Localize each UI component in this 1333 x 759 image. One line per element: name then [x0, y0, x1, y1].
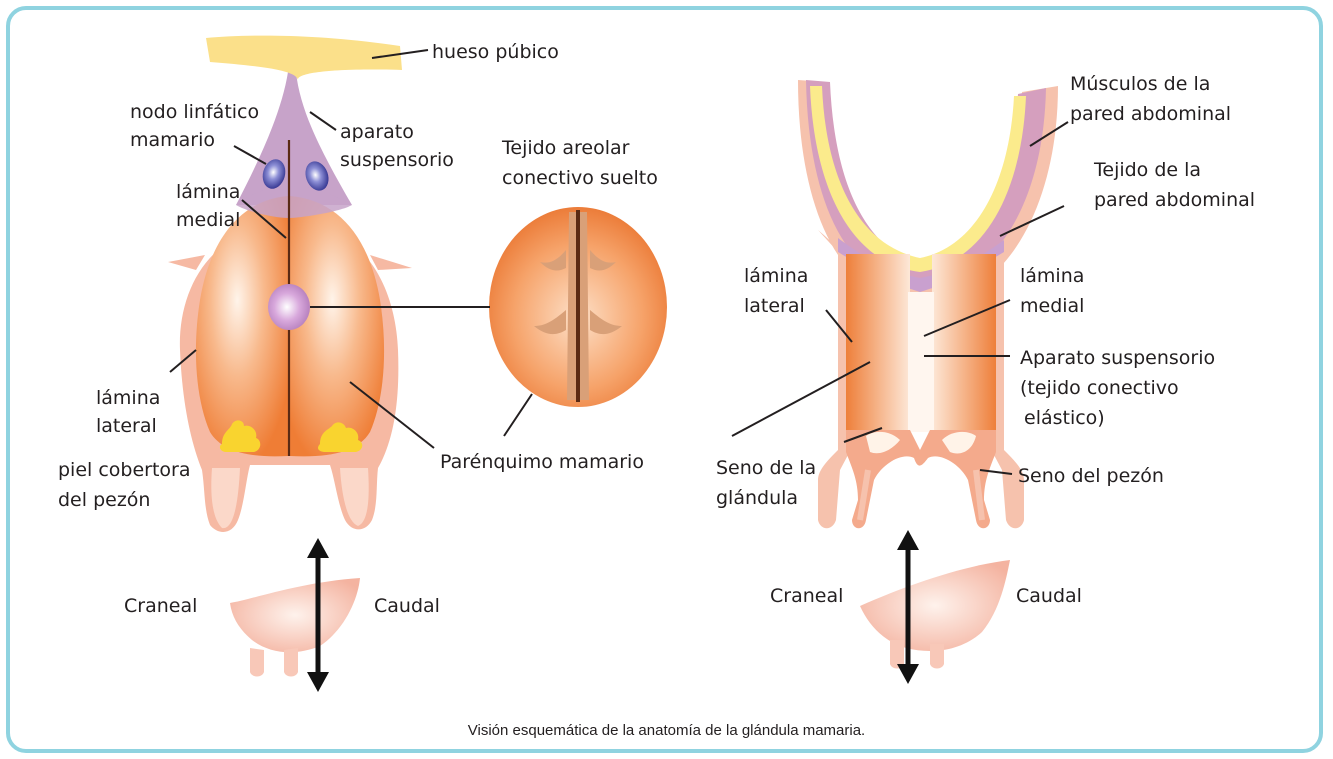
label-wall-tissue-2: pared abdominal: [1094, 189, 1255, 211]
right-orientation-udder: [860, 530, 1010, 684]
leader-parenchyma-circle: [504, 394, 532, 436]
right-mammary-lobe: [290, 196, 384, 456]
label-medial-r-1: lámina: [1020, 265, 1084, 287]
label-medial-r-2: medial: [1020, 295, 1084, 317]
label-medial-lamina-2: medial: [176, 209, 240, 231]
figure-caption: Visión esquemática de la anatomía de la …: [0, 722, 1333, 739]
label-muscles-1: Músculos de la: [1070, 73, 1210, 95]
label-areolar-2: conectivo suelto: [502, 167, 658, 189]
lateral-column-right: [932, 254, 996, 434]
label-lateral-r-1: lámina: [744, 265, 808, 287]
label-right-craneal: Craneal: [770, 585, 843, 607]
label-suspensory-2: suspensorio: [340, 149, 454, 171]
label-pubic-bone: hueso púbico: [432, 41, 559, 63]
label-lateral-lamina-2: lateral: [96, 415, 157, 437]
medial-gap: [908, 292, 934, 432]
right-wing: [370, 255, 412, 270]
label-suspensory-1: aparato: [340, 121, 414, 143]
label-suspensory-r-3: elástico): [1024, 407, 1105, 429]
label-gland-sinus-2: glándula: [716, 487, 798, 509]
leader-suspensory: [310, 112, 336, 130]
left-orientation-udder: [230, 538, 360, 692]
label-wall-tissue-1: Tejido de la: [1093, 159, 1201, 181]
lateral-column-left: [846, 254, 910, 434]
label-suspensory-r-2: (tejido conectivo: [1020, 377, 1179, 399]
purple-node: [268, 284, 310, 330]
label-lymph-node-2: mamario: [130, 129, 215, 151]
label-suspensory-r-1: Aparato suspensorio: [1020, 347, 1215, 369]
left-diagram: hueso púbico nodo linfático mamario apar…: [58, 36, 667, 692]
areolar-tissue-detail: [489, 207, 667, 407]
right-diagram: Músculos de la pared abdominal Tejido de…: [716, 73, 1255, 684]
label-areolar-1: Tejido areolar: [501, 137, 630, 159]
label-teat-skin-2: del pezón: [58, 489, 150, 511]
label-medial-lamina-1: lámina: [176, 181, 240, 203]
label-lateral-r-2: lateral: [744, 295, 805, 317]
suspensory-apparatus: [236, 72, 352, 205]
label-left-caudal: Caudal: [374, 595, 440, 617]
label-parenchyma: Parénquimo mamario: [440, 451, 644, 473]
label-lymph-node-1: nodo linfático: [130, 101, 259, 123]
label-muscles-2: pared abdominal: [1070, 103, 1231, 125]
label-teat-skin-1: piel cobertora: [58, 459, 191, 481]
left-mammary-lobe: [196, 196, 288, 456]
left-wing: [168, 255, 205, 270]
label-teat-sinus: Seno del pezón: [1018, 465, 1164, 487]
label-gland-sinus-1: Seno de la: [716, 457, 816, 479]
label-lateral-lamina-1: lámina: [96, 387, 160, 409]
label-right-caudal: Caudal: [1016, 585, 1082, 607]
label-left-craneal: Craneal: [124, 595, 197, 617]
